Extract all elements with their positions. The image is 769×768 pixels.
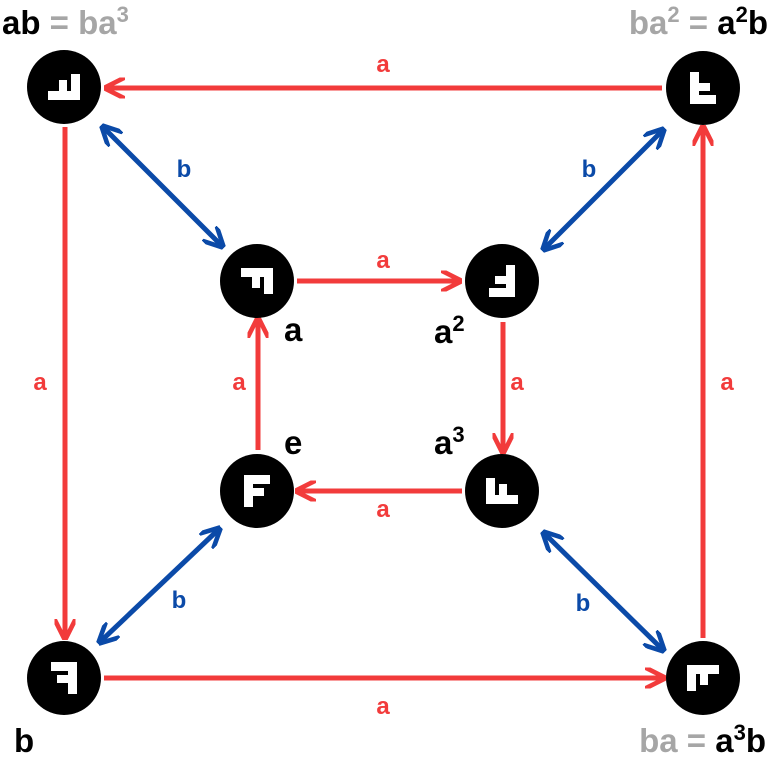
node-a bbox=[220, 244, 294, 318]
edge-label-a-inner-right: a bbox=[510, 369, 524, 396]
node-b bbox=[27, 641, 101, 715]
edge-label-a-inner-top: a bbox=[376, 247, 390, 274]
edge-label-a-top: a bbox=[376, 51, 390, 78]
node-ab bbox=[27, 50, 101, 124]
edge-label-b-top-left: b bbox=[177, 156, 192, 183]
label-a: a bbox=[284, 311, 303, 348]
label-a2: a2 bbox=[434, 311, 465, 350]
arrow-ba2-a2-b bbox=[545, 131, 662, 248]
arrow-a3-ba-b bbox=[545, 534, 662, 649]
node-ba bbox=[666, 641, 740, 715]
arrow-e-b-b bbox=[101, 530, 218, 641]
node-a2 bbox=[465, 244, 539, 318]
edge-label-b-bottom-left: b bbox=[172, 587, 187, 614]
label-e: e bbox=[284, 424, 302, 461]
edge-label-b-bottom-right: b bbox=[576, 590, 591, 617]
label-ba2: ba2 = a2b bbox=[629, 2, 768, 41]
arrow-ab-a-b bbox=[104, 128, 221, 245]
edge-label-b-top-right: b bbox=[582, 156, 597, 183]
label-ab: ab = ba3 bbox=[2, 2, 129, 41]
node-e bbox=[220, 454, 294, 528]
edge-label-a-left: a bbox=[33, 369, 47, 396]
edge-label-a-inner-bottom: a bbox=[376, 496, 390, 523]
label-b: b bbox=[14, 722, 34, 759]
node-a3 bbox=[465, 454, 539, 528]
label-a3: a3 bbox=[434, 422, 465, 461]
edge-label-a-inner-left: a bbox=[232, 369, 246, 396]
label-ba: ba = a3b bbox=[639, 720, 766, 759]
edge-label-a-bottom: a bbox=[376, 693, 390, 720]
node-ba2 bbox=[666, 51, 740, 125]
edge-label-a-right: a bbox=[720, 369, 734, 396]
